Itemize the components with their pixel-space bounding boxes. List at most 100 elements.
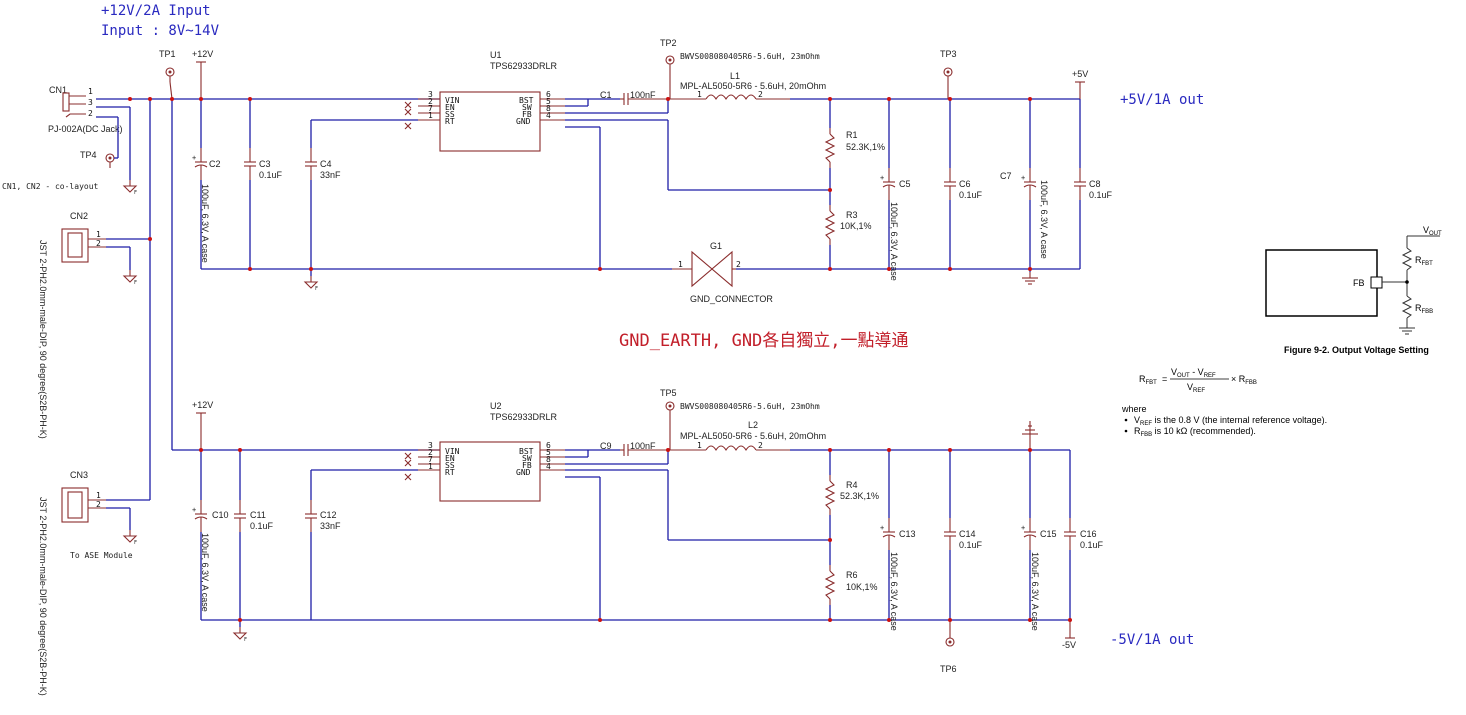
c11-value: 0.1uF	[250, 521, 274, 531]
tp4: TP4	[80, 150, 115, 169]
l2-alt-part: BWVS008080405R6-5.6uH, 23mOhm	[680, 402, 820, 411]
c6-ref: C6	[959, 179, 971, 189]
g1-pin-1: 1	[678, 260, 683, 269]
u1-pin-1: 1	[428, 111, 433, 120]
u1-pin-rt: RT	[445, 117, 455, 126]
g1-part: GND_CONNECTOR	[690, 294, 773, 304]
u2-pin-2: 2	[428, 448, 433, 457]
c15: C15 100uF, 6.3V, A case	[1030, 529, 1057, 631]
rail-12v-top: +12V	[192, 49, 213, 99]
input-rating-text: +12V/2A Input	[101, 3, 211, 19]
c14-ref: C14	[959, 529, 976, 539]
r6-ref: R6	[846, 570, 858, 580]
u1-pin-fb: FB	[522, 110, 532, 119]
eq-denominator: VREF	[1187, 382, 1205, 394]
rail-12v-top-label: +12V	[192, 49, 213, 59]
u1-pin-bst: BST	[519, 96, 534, 105]
r6: R6 10K,1%	[846, 570, 878, 592]
where-vref: VREF is the 0.8 V (the internal referenc…	[1134, 415, 1327, 427]
tp2-label: TP2	[660, 38, 677, 48]
r3-value: 10K,1%	[840, 221, 872, 231]
cn1-ref: CN1	[49, 85, 67, 95]
tp3-label: TP3	[940, 49, 957, 59]
cn2-pin-1: 1	[96, 230, 101, 239]
u2-pin-5: 5	[546, 448, 551, 457]
l1-ref: L1	[730, 71, 740, 81]
c7-ref: C7	[1000, 171, 1012, 181]
tp3: TP3	[940, 49, 957, 99]
gnd-earth-note: GND_EARTH, GND各自獨立,一點導通	[619, 331, 909, 351]
c5-value: 100uF, 6.3V, A case	[889, 202, 899, 281]
c2-value: 100uF, 6.3V, A case	[200, 184, 210, 263]
c14: C14 0.1uF	[959, 529, 983, 550]
u1-pin-3: 3	[428, 90, 433, 99]
r3: R3 10K,1%	[840, 210, 872, 231]
r1-ref: R1	[846, 130, 858, 140]
fig-rfbb: RFBB	[1415, 303, 1433, 315]
c2-ref: C2	[209, 159, 221, 169]
tp5: TP5	[660, 388, 677, 450]
c11-ref: C11	[250, 510, 266, 520]
u1-pin-7: 7	[428, 104, 433, 113]
l2-ref: L2	[748, 420, 758, 430]
l1-pin-2: 2	[758, 90, 763, 99]
c13-ref: C13	[899, 529, 916, 539]
rail-neg5v-label: -5V	[1062, 640, 1076, 650]
cn3-ref: CN3	[70, 470, 88, 480]
g1-gnd-connector: G1 1 2 GND_CONNECTOR	[672, 241, 773, 304]
c3-ref: C3	[259, 159, 271, 169]
cn2-connector: CN2 1 2 JST 2-PH2.0mm-male-DIP, 90 degre…	[38, 211, 106, 439]
co-layout-note: CN1, CN2 - co-layout	[2, 182, 99, 191]
cn3-part: JST 2-PH2.0mm-male-DIP, 90 degree(S2B-PH…	[38, 497, 48, 696]
c1-ref: C1	[600, 90, 612, 100]
l2-inductor: BWVS008080405R6-5.6uH, 23mOhm L2 MPL-AL5…	[668, 402, 826, 452]
eq-equals: =	[1162, 374, 1167, 384]
tp2: TP2	[660, 38, 677, 99]
rail-5v: +5V	[1072, 69, 1088, 99]
c14-value: 0.1uF	[959, 540, 983, 550]
u1-ref: U1	[490, 50, 502, 60]
rail-12v-bottom-label: +12V	[192, 400, 213, 410]
c4-ref: C4	[320, 159, 332, 169]
input-range-text: Input : 8V~14V	[101, 23, 220, 39]
r4-ref: R4	[846, 480, 858, 490]
out-pos-label: +5V/1A out	[1120, 92, 1204, 108]
fig-vout: VOUT	[1423, 225, 1442, 237]
r4-value: 52.3K,1%	[840, 491, 879, 501]
u2-pin-gnd: GND	[516, 468, 531, 477]
g1-ref: G1	[710, 241, 722, 251]
u1-pin-sw: SW	[522, 103, 532, 112]
u1-part: TPS62933DRLR	[490, 61, 558, 71]
c9-value: 100nF	[630, 441, 656, 451]
c9: C9 100nF	[600, 441, 668, 456]
c5: C5 100uF, 6.3V, A case	[889, 179, 911, 281]
r1: R1 52.3K,1%	[846, 130, 885, 152]
cn3-connector: CN3 1 2 JST 2-PH2.0mm-male-DIP, 90 degre…	[38, 470, 133, 696]
eq-numerator: VOUT - VREF	[1171, 367, 1216, 379]
c10-ref: C10	[212, 510, 229, 520]
earth-bottom	[1022, 421, 1038, 450]
l1-inductor: BWVS008080405R6-5.6uH, 23mOhm L1 MPL-AL5…	[668, 52, 826, 101]
u1-pin-ss: SS	[445, 110, 455, 119]
u2-ref: U2	[490, 401, 502, 411]
fig-rfbt: RFBT	[1415, 255, 1433, 267]
u2-part: TPS62933DRLR	[490, 412, 558, 422]
c16: C16 0.1uF	[1080, 529, 1104, 550]
cn1-dc-jack: CN1 1 3 2 PJ-002A(DC Jack)	[48, 85, 123, 134]
out-neg-label: -5V/1A out	[1110, 632, 1194, 648]
c8-ref: C8	[1089, 179, 1101, 189]
cn1-pin-3: 3	[88, 98, 93, 107]
u2-pin-7: 7	[428, 455, 433, 464]
c6: C6 0.1uF	[959, 179, 983, 200]
r4: R4 52.3K,1%	[840, 480, 879, 501]
r3-ref: R3	[846, 210, 858, 220]
c11: C11 0.1uF	[250, 510, 274, 531]
fig-caption: Figure 9-2. Output Voltage Setting	[1284, 345, 1429, 355]
tp6: TP6	[940, 620, 957, 674]
where-rfbb: RFBB is 10 kΩ (recommended).	[1134, 426, 1256, 438]
c8: C8 0.1uF	[1089, 179, 1113, 200]
u2-pin-fb: FB	[522, 461, 532, 470]
c8-value: 0.1uF	[1089, 190, 1113, 200]
c9-ref: C9	[600, 441, 612, 451]
